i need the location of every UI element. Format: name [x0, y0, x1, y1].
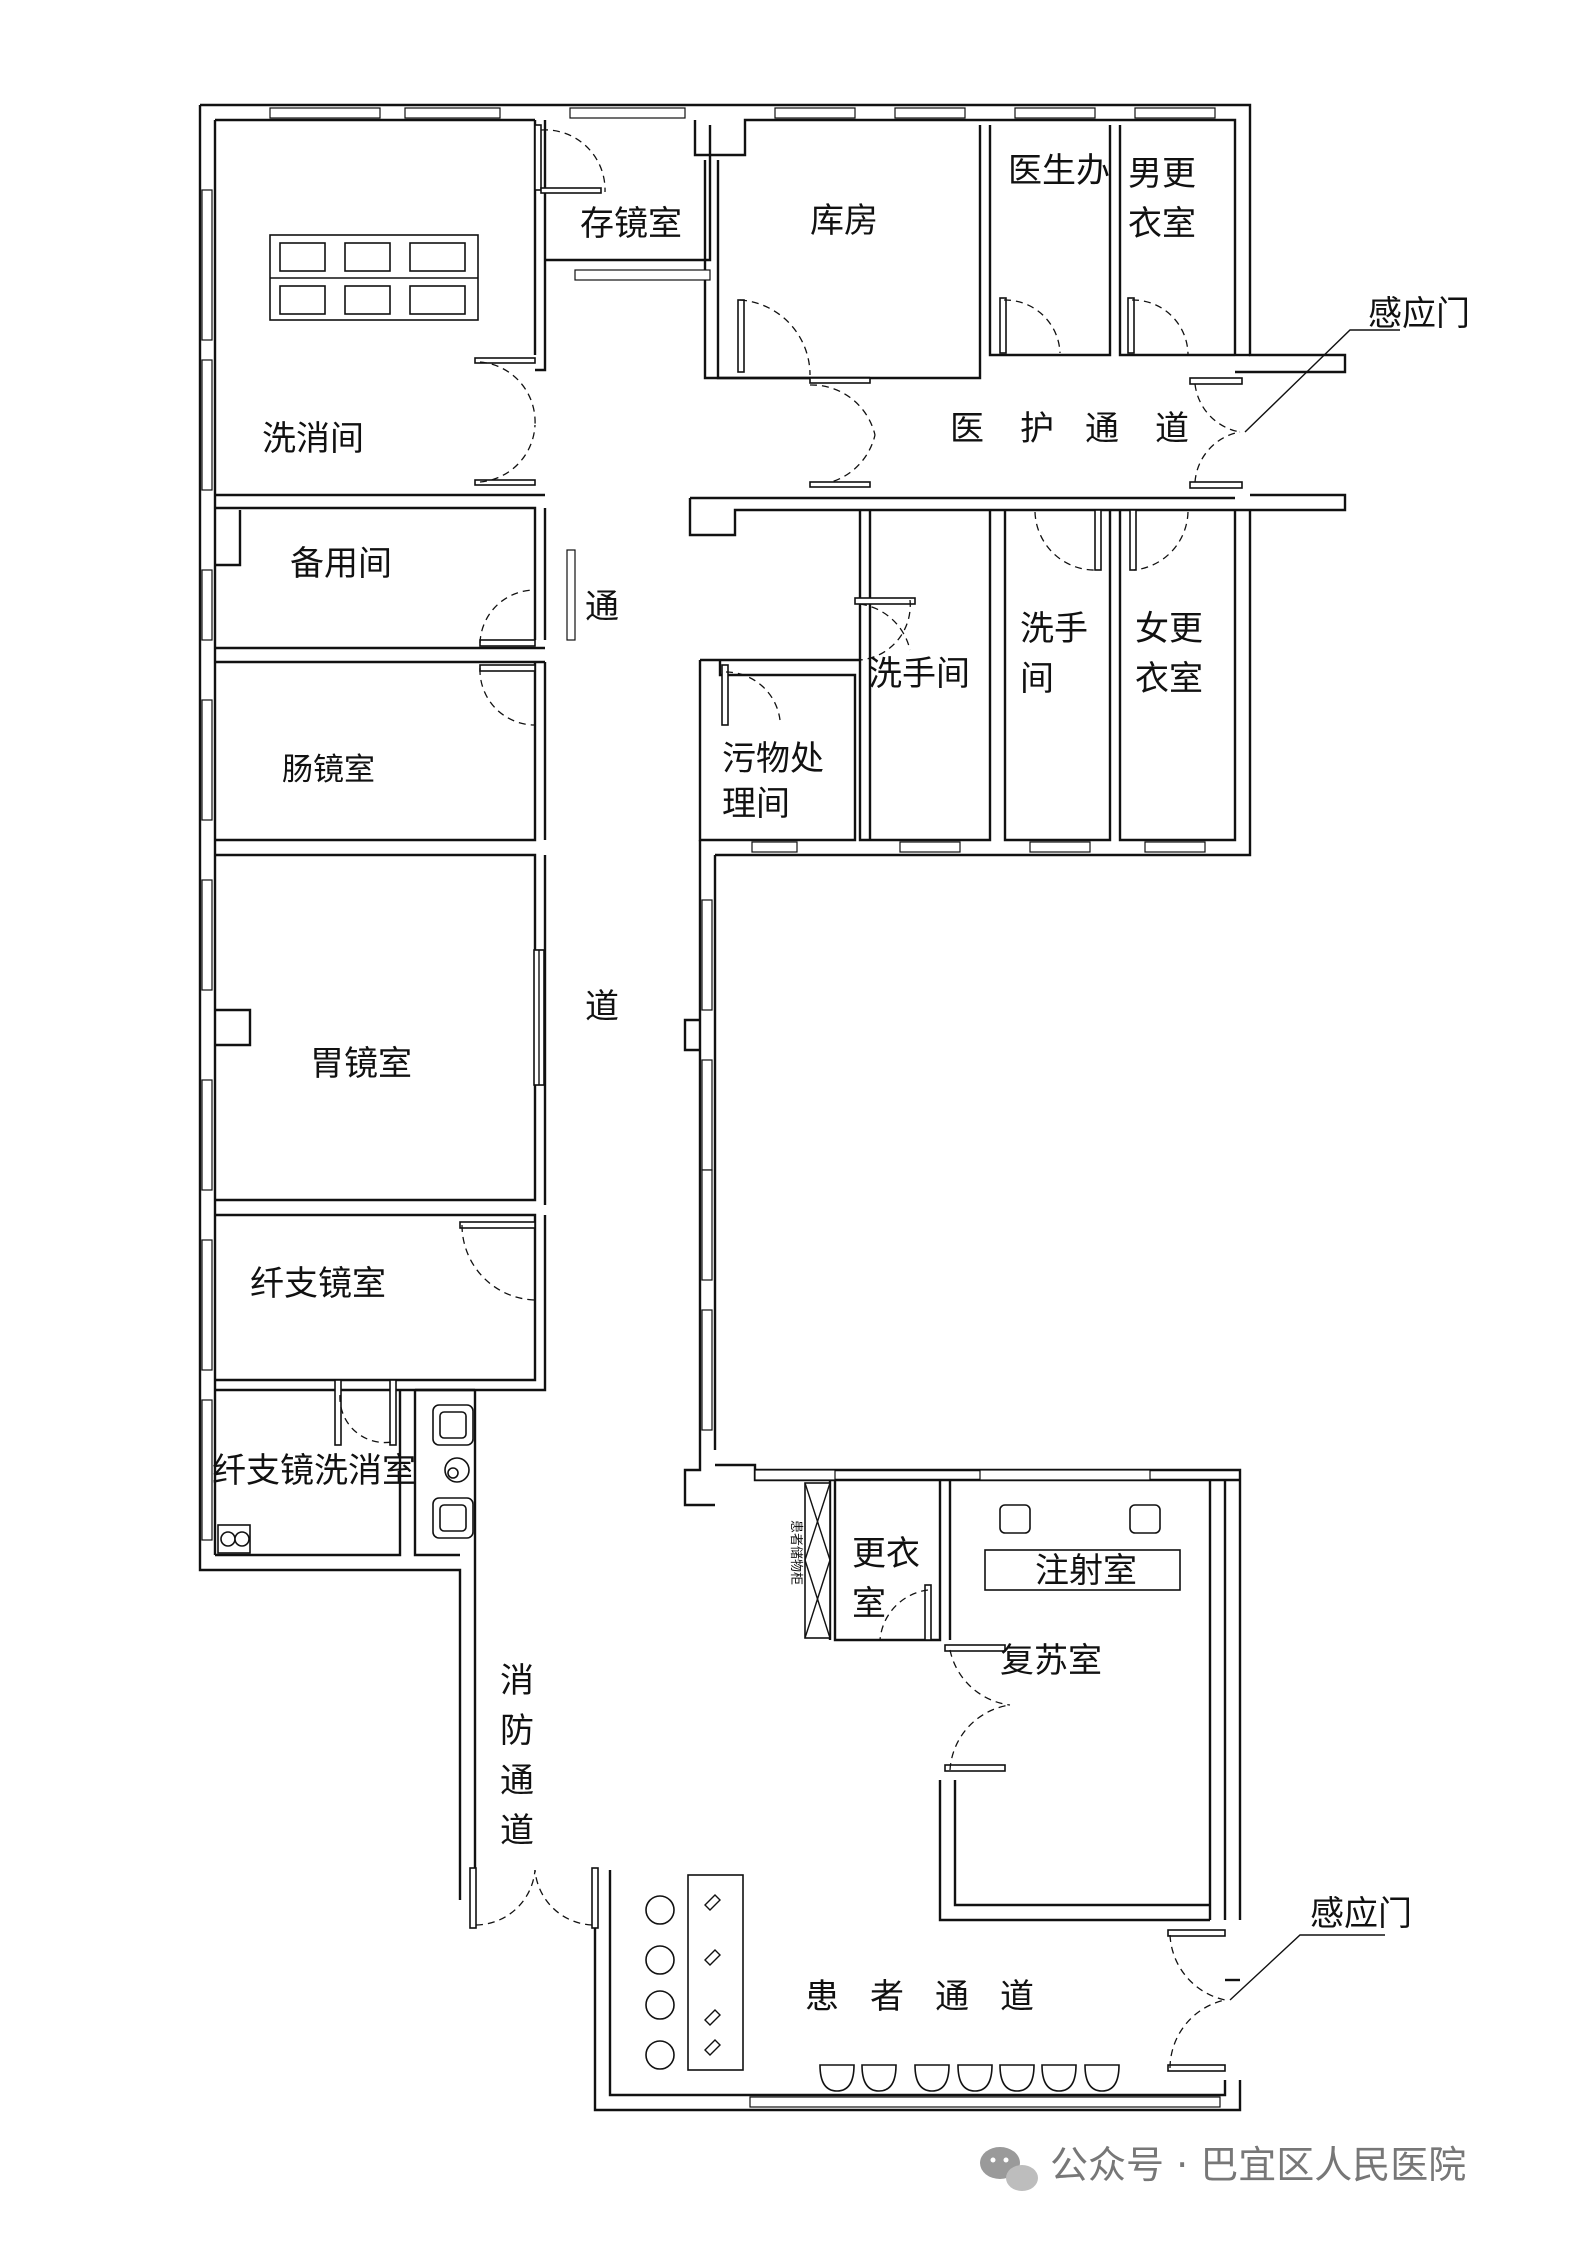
- room-label-wuwu-1: 污物处: [722, 739, 824, 779]
- room-label-kufang: 库房: [810, 201, 878, 241]
- room-label-nvgeng-2: 衣室: [1135, 659, 1203, 699]
- patient-cabinet: 患者储物柜: [788, 1482, 831, 1639]
- room-label-nvgeng-1: 女更: [1135, 609, 1203, 649]
- room-labels: 存镜室 库房 医生办 男更 衣室 洗消间 备用间 肠镜室 胃镜室 纤支镜室 纤支…: [212, 151, 1203, 1681]
- wechat-icon: [980, 2147, 1038, 2191]
- furniture: 患者储物柜: [217, 234, 1181, 2092]
- corridor-label-huanzhe-4: 道: [1000, 1977, 1034, 2017]
- cabinet-label: 患者储物柜: [788, 1520, 803, 1585]
- room-label-yishengban: 医生办: [1008, 151, 1110, 191]
- watermark: 公众号 · 巴宜区人民医院: [980, 2143, 1466, 2191]
- room-label-changjingshi: 肠镜室: [282, 752, 375, 788]
- corridor-label-yihu-2: 护: [1020, 409, 1054, 449]
- room-label-wuwu-2: 理间: [722, 784, 790, 824]
- doors: [334, 124, 1243, 2072]
- room-label-xianzhijingshi: 纤支镜室: [250, 1264, 386, 1304]
- room-label-gengyi-2: 室: [852, 1584, 886, 1624]
- corridor-label-xiaofang-1: 消: [500, 1661, 534, 1701]
- room-label-xishoujian-1: 洗手间: [868, 654, 970, 694]
- room-label-xishoujian-2b: 间: [1020, 659, 1054, 699]
- room-label-xixiaojian: 洗消间: [262, 419, 364, 459]
- corridor-label-huanzhe-2: 者: [870, 1977, 904, 2017]
- sink-icon: [217, 1524, 251, 1554]
- corridor-label-xiaofang-3: 通: [500, 1761, 534, 1801]
- room-label-cunjingshi: 存镜室: [580, 204, 682, 244]
- room-label-fusushi: 复苏室: [1000, 1641, 1102, 1681]
- corridor-seats: [645, 1874, 744, 2071]
- corridor-label-dao: 道: [585, 987, 619, 1027]
- room-label-gengyi-1: 更衣: [852, 1534, 920, 1574]
- injection-counter: [984, 1504, 1181, 1591]
- room-label-nangeng-2: 衣室: [1128, 204, 1196, 244]
- waiting-chairs: [432, 1404, 474, 1539]
- corridor-label-yihu-4: 道: [1155, 409, 1189, 449]
- walls: [198, 103, 1347, 2112]
- corridor-labels: 通 道 医 护 通 道 消 防 通 道 患 者 通 道 感应门 感应门: [500, 294, 1470, 2017]
- room-label-weijingshi: 胃镜室: [310, 1044, 412, 1084]
- corridor-label-tong: 通: [585, 587, 619, 627]
- room-label-nangeng-1: 男更: [1128, 154, 1196, 194]
- corridor-label-xiaofang-4: 道: [500, 1811, 534, 1851]
- room-label-zhusheshi: 注射室: [1035, 1551, 1137, 1591]
- corridor-label-xiaofang-2: 防: [500, 1711, 534, 1751]
- leader-lines: [1229, 329, 1400, 2001]
- corridor-label-yihu-3: 通: [1085, 409, 1119, 449]
- watermark-text: 公众号 · 巴宜区人民医院: [1050, 2143, 1466, 2187]
- label-ganyingmen-bottom: 感应门: [1310, 1894, 1412, 1934]
- room-label-beiyongjian: 备用间: [290, 544, 392, 584]
- room-label-xianzhijingxixiaoshi: 纤支镜洗消室: [212, 1451, 416, 1491]
- corridor-label-yihu-1: 医: [950, 409, 984, 449]
- washing-sinks: [269, 234, 479, 321]
- toilets-row: [819, 2064, 1120, 2092]
- corridor-label-huanzhe-3: 通: [935, 1977, 969, 2017]
- corridor-label-huanzhe-1: 患: [805, 1977, 839, 2017]
- label-ganyingmen-top: 感应门: [1368, 294, 1470, 334]
- room-label-xishoujian-2a: 洗手: [1020, 609, 1088, 649]
- windows: [201, 107, 1221, 2108]
